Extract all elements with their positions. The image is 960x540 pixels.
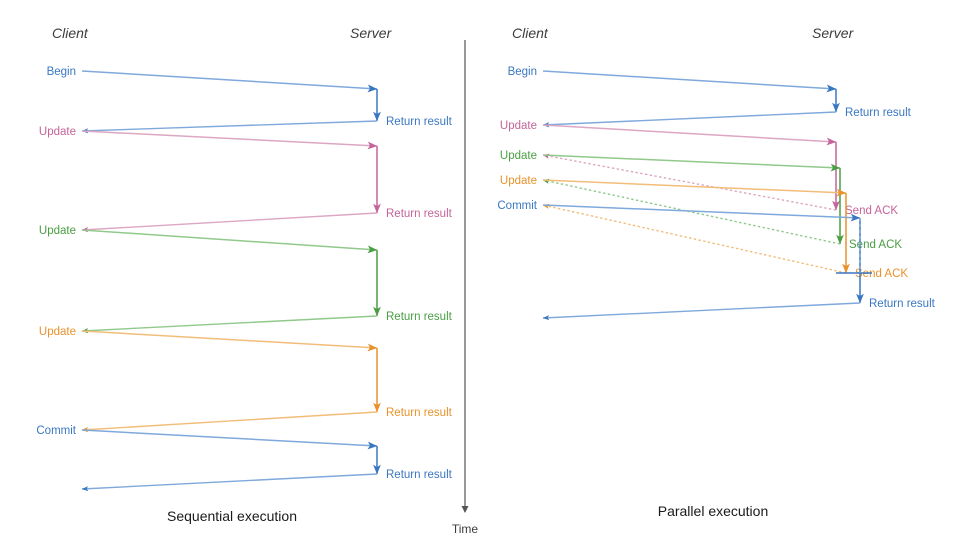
request-arrow — [81, 130, 378, 150]
server-message-label-0: Return result — [386, 116, 453, 128]
reply-arrow-body — [542, 302, 861, 319]
server-message-label-1: Return result — [386, 208, 453, 220]
server-message-label-4: Return result — [386, 469, 453, 481]
actor-label-client-sequential: Client — [52, 25, 89, 41]
time-axis-label: Time — [452, 522, 479, 536]
server-message-label-1: Send ACK — [845, 205, 898, 217]
client-message-label-begin-0: Begin — [47, 66, 76, 78]
server-message-label-0: Return result — [845, 107, 912, 119]
request-arrow — [81, 70, 378, 93]
reply-arrow-body — [542, 204, 847, 274]
server-message-label-2: Send ACK — [849, 239, 902, 251]
client-message-label-begin-0: Begin — [508, 66, 537, 78]
client-message-label-update-1: Update — [500, 120, 537, 132]
client-message-label-update-2: Update — [500, 150, 537, 162]
reply-arrow-body — [81, 212, 378, 231]
reply-arrow-body — [81, 473, 378, 490]
request-arrow — [81, 429, 378, 450]
server-message-label-4: Return result — [869, 298, 936, 310]
reply-arrow-body — [542, 179, 841, 245]
client-message-label-commit-4: Commit — [36, 425, 76, 437]
request-arrow — [81, 330, 378, 352]
server-message-label-3: Return result — [386, 407, 453, 419]
panel-caption-sequential: Sequential execution — [167, 508, 297, 524]
request-arrow — [542, 124, 837, 146]
request-arrow — [542, 70, 837, 93]
request-arrow — [542, 204, 861, 222]
actor-label-server-sequential: Server — [350, 25, 393, 41]
reply-arrow-body — [81, 411, 378, 431]
actor-label-client-parallel: Client — [512, 25, 549, 41]
client-message-label-update-3: Update — [39, 326, 76, 338]
reply-arrow-body — [81, 120, 378, 132]
reply-arrow-body — [542, 154, 837, 211]
request-arrow — [542, 154, 841, 172]
panel-caption-parallel: Parallel execution — [658, 503, 769, 519]
client-message-label-update-2: Update — [39, 225, 76, 237]
server-message-label-2: Return result — [386, 311, 453, 323]
server-message-label-3: Send ACK — [855, 268, 908, 280]
client-message-label-update-3: Update — [500, 175, 537, 187]
actor-label-server-parallel: Server — [812, 25, 855, 41]
time-axis-arrowhead — [461, 506, 469, 513]
request-arrow — [81, 229, 378, 254]
request-arrow — [542, 179, 847, 197]
client-message-label-commit-4: Commit — [497, 200, 537, 212]
client-message-label-update-1: Update — [39, 126, 76, 138]
reply-arrow-body — [81, 315, 378, 332]
reply-arrow-body — [542, 111, 837, 126]
